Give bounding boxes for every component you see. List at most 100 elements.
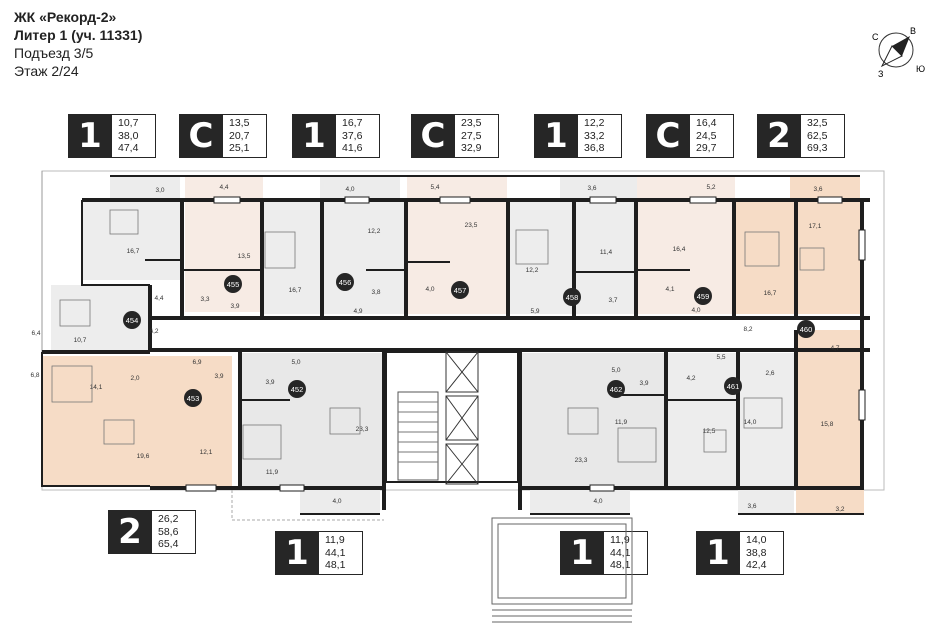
room-area: 11,4	[600, 249, 613, 256]
apartment-marker[interactable]	[724, 377, 742, 395]
apartment-marker[interactable]	[123, 311, 141, 329]
liter-label: Литер 1 (уч. 11331)	[14, 27, 143, 43]
badge-full-area: 47,4	[118, 142, 139, 155]
plan-header: ЖК «Рекорд-2» Литер 1 (уч. 11331) Подъез…	[14, 8, 142, 80]
room-area: 16,4	[673, 246, 686, 253]
badge-living-area: 10,7	[118, 117, 139, 130]
apartment-number: 454	[126, 316, 139, 325]
apartment-marker[interactable]	[694, 287, 712, 305]
windows	[185, 196, 866, 492]
apartment-number: 461	[727, 382, 740, 391]
room-area: 14,1	[90, 384, 103, 391]
badge-total-area: 44,1	[610, 546, 631, 559]
room-area: 4,4	[219, 184, 228, 191]
room-area: 4,0	[425, 286, 434, 293]
badge-full-area: 25,1	[229, 142, 250, 155]
apartment-number: 460	[800, 325, 813, 334]
room-area: 6,9	[192, 359, 201, 366]
room-area: 4,0	[691, 307, 700, 314]
badge-living-area: 16,7	[342, 117, 363, 130]
room-area: 3,9	[230, 303, 239, 310]
badge-type: 1	[275, 531, 319, 575]
room-area: 13,5	[238, 253, 251, 260]
badge-total-area: 24,5	[696, 129, 717, 142]
room-area: 23,3	[356, 426, 369, 433]
room-area: 15,8	[821, 421, 834, 428]
badge-type: 2	[757, 114, 801, 158]
apartment-marker[interactable]	[288, 380, 306, 398]
apartment-marker[interactable]	[451, 281, 469, 299]
room-area: 4,0	[593, 498, 602, 505]
room-area: 5,9	[530, 308, 539, 315]
badge-living-area: 12,2	[584, 117, 605, 130]
badge-full-area: 29,7	[696, 142, 717, 155]
badge-full-area: 41,6	[342, 142, 363, 155]
apartment-marker[interactable]	[336, 273, 354, 291]
room-area: 23,3	[575, 457, 588, 464]
apartment-number: 456	[339, 278, 352, 287]
compass-needle-icon	[892, 36, 910, 56]
room-area-labels: 3,0 4,4 4,0 5,4 3,6 5,2 3,6 16,7 13,5 12…	[30, 184, 844, 513]
apartment-marker[interactable]	[184, 389, 202, 407]
complex-title: ЖК «Рекорд-2»	[14, 9, 117, 25]
apartment-marker[interactable]	[797, 320, 815, 338]
room-area: 12,2	[368, 228, 381, 235]
room-area: 5,0	[291, 359, 300, 366]
room-area: 3,9	[265, 379, 274, 386]
badge-total-area: 44,1	[325, 546, 346, 559]
room-area: 3,2	[835, 506, 844, 513]
badge-living-area: 11,9	[325, 534, 345, 547]
room-area: 4,9	[353, 308, 362, 315]
building-outline	[41, 170, 885, 491]
badge-full-area: 36,8	[584, 142, 605, 155]
room-area: 11,9	[266, 469, 279, 476]
badge-full-area: 48,1	[610, 559, 631, 572]
apartment-marker[interactable]	[563, 288, 581, 306]
badge-total-area: 38,0	[118, 129, 139, 142]
badge-type: 1	[68, 114, 112, 158]
badge-total-area: 27,5	[461, 129, 482, 142]
room-area: 12,1	[200, 449, 213, 456]
apartment-marker[interactable]	[224, 275, 242, 293]
compass-label-west: З	[878, 69, 883, 78]
room-area: 6,8	[30, 372, 39, 379]
furniture	[51, 209, 825, 463]
apartment-marker[interactable]	[607, 380, 625, 398]
floor-label: Этаж 2/24	[14, 63, 79, 79]
room-area: 3,9	[639, 380, 648, 387]
room-area: 16,7	[764, 290, 777, 297]
room-area: 3,6	[587, 185, 596, 192]
badge-total-area: 37,6	[342, 129, 363, 142]
badge-type: 1	[696, 531, 740, 575]
room-area: 3,3	[200, 296, 209, 303]
badge-type: 2	[108, 510, 152, 554]
room-area: 23,5	[465, 222, 478, 229]
room-area: 5,2	[706, 184, 715, 191]
room-area: 3,8	[371, 289, 380, 296]
room-area: 12,2	[526, 267, 539, 274]
compass-icon: С В Ю З	[872, 26, 925, 78]
apartment-number: 457	[454, 286, 467, 295]
apartment-number: 453	[187, 394, 200, 403]
room-area: 4,4	[154, 295, 163, 302]
room-area: 2,0	[130, 375, 139, 382]
apartment-number: 462	[610, 385, 623, 394]
room-area: 11,9	[615, 419, 628, 426]
room-area: 16,7	[289, 287, 302, 294]
room-area: 5,0	[611, 367, 620, 374]
badge-living-area: 26,2	[158, 513, 179, 526]
walls	[42, 198, 870, 510]
badge-type: 1	[560, 531, 604, 575]
room-area: 4,1	[665, 286, 674, 293]
